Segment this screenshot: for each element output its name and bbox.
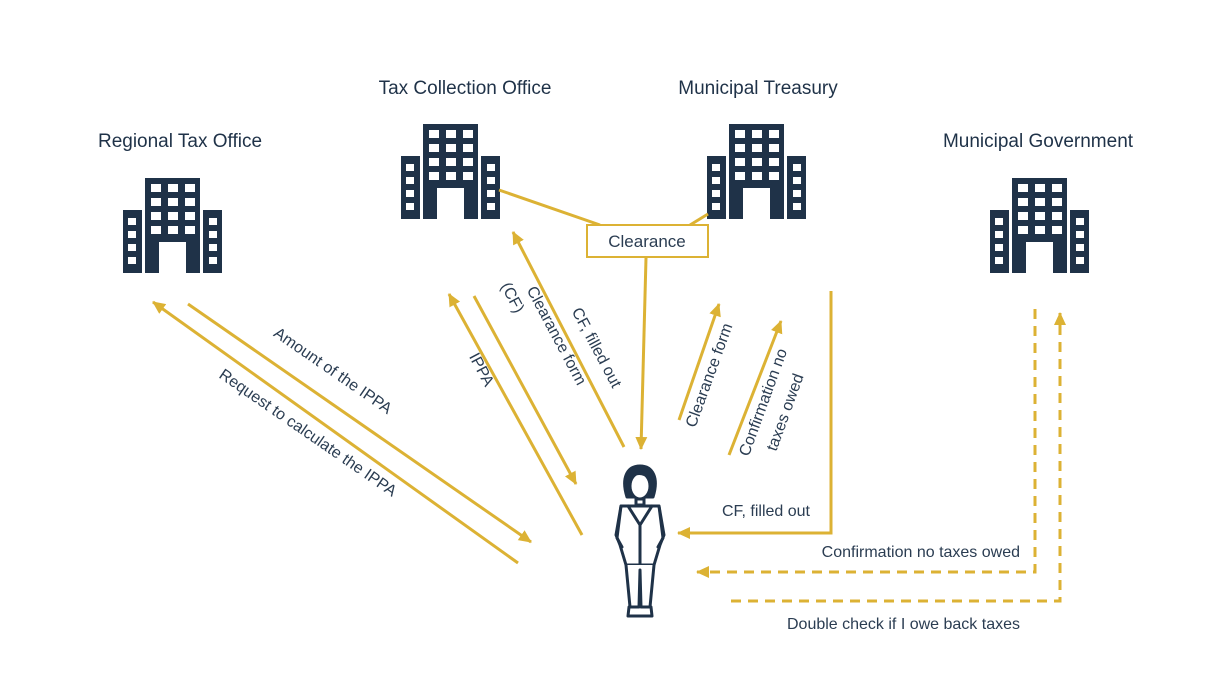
double-check-arrow [731,312,1066,603]
tax-collection-office-label: Tax Collection Office [379,78,552,99]
clearance-to-citizen-arrow [635,257,648,450]
clearance-box-label: Clearance [608,232,686,251]
clearance-connector-treasury [689,212,709,227]
cf-filled-out-mt-label: CF, filled out [722,503,811,520]
cf-filled-out-mt-arrow [677,291,833,539]
clearance-connector-tax-office [498,188,601,227]
clearance-form-mt-label: Clearance form [683,321,736,430]
double-check-label: Double check if I owe back taxes [787,616,1020,633]
request-ippa-arrow [152,300,519,565]
clearance-form-cf-arrow [472,295,578,485]
municipal-treasury-label: Municipal Treasury [678,78,838,99]
municipal-treasury-building-icon [707,124,806,219]
regional-tax-office-building-icon [123,178,222,273]
municipal-government-building-icon [990,178,1089,273]
confirmation-mt-arrow [727,320,783,456]
ippa-arrow [447,293,584,536]
amount-ippa-arrow [187,302,532,544]
regional-tax-office-label: Regional Tax Office [98,131,262,152]
citizen-icon [614,464,666,618]
cf-filled-out-tco-arrow [511,231,626,448]
tax-collection-office-building-icon [401,124,500,219]
confirmation-gov-arrow [696,309,1037,578]
municipal-government-label: Municipal Government [943,131,1134,152]
clearance-form-cf-label-line2: (CF) [497,280,527,316]
clearance-form-cf-label-line1: Clearance form [523,284,589,389]
confirmation-gov-label: Confirmation no taxes owed [822,544,1020,561]
clearance-form-mt-arrow [677,303,721,421]
clearance-box [586,224,709,258]
